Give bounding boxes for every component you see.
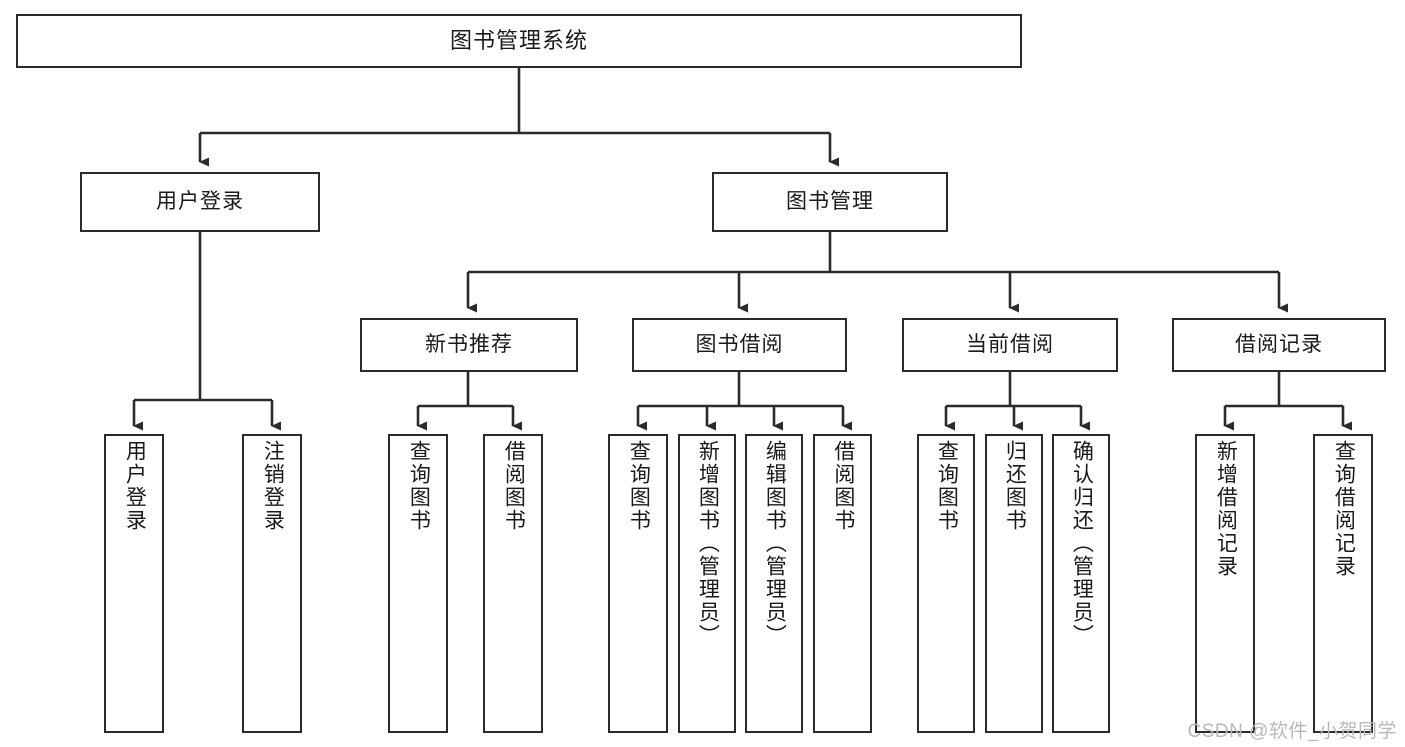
node-label: 借阅图书 bbox=[502, 440, 526, 532]
node-label: 新书推荐 bbox=[425, 332, 513, 356]
node-root-system[interactable]: 图书管理系统 bbox=[16, 14, 1022, 68]
node-leaf-query-book-3[interactable]: 查询图书 bbox=[917, 434, 975, 733]
node-leaf-edit-book[interactable]: 编辑图书（管理员） bbox=[745, 434, 803, 733]
node-leaf-query-book-1[interactable]: 查询图书 bbox=[388, 434, 448, 733]
node-label: 查询借阅记录 bbox=[1332, 440, 1356, 578]
node-book-manage[interactable]: 图书管理 bbox=[712, 172, 948, 232]
node-label: 借阅记录 bbox=[1235, 332, 1323, 356]
node-label: 图书管理系统 bbox=[449, 28, 588, 54]
node-label: 借阅图书 bbox=[831, 440, 855, 532]
node-leaf-logout[interactable]: 注销登录 bbox=[242, 434, 302, 733]
node-label: 注销登录 bbox=[261, 440, 285, 532]
node-leaf-return-book[interactable]: 归还图书 bbox=[985, 434, 1043, 733]
node-leaf-user-login[interactable]: 用户登录 bbox=[104, 434, 164, 733]
node-label: 新增借阅记录 bbox=[1214, 440, 1238, 578]
node-new-book-recommend[interactable]: 新书推荐 bbox=[360, 318, 578, 372]
node-label: 归还图书 bbox=[1003, 440, 1027, 532]
node-label: 查询图书 bbox=[627, 440, 651, 532]
node-user-login[interactable]: 用户登录 bbox=[80, 172, 320, 232]
node-leaf-add-record[interactable]: 新增借阅记录 bbox=[1195, 434, 1255, 733]
node-label: 查询图书 bbox=[407, 440, 431, 532]
node-label: 用户登录 bbox=[123, 440, 147, 532]
node-leaf-confirm-return[interactable]: 确认归还（管理员） bbox=[1052, 434, 1110, 733]
node-label: 图书借阅 bbox=[695, 332, 784, 356]
node-label: 当前借阅 bbox=[966, 332, 1054, 356]
node-label: 图书管理 bbox=[786, 189, 874, 213]
node-leaf-add-book[interactable]: 新增图书（管理员） bbox=[678, 434, 736, 733]
csdn-watermark: CSDN @软件_小贺同学 bbox=[1187, 721, 1397, 742]
node-current-borrow[interactable]: 当前借阅 bbox=[902, 318, 1118, 372]
node-label: 新增图书（管理员） bbox=[696, 440, 720, 647]
node-leaf-borrow-book-1[interactable]: 借阅图书 bbox=[483, 434, 543, 733]
node-leaf-query-book-2[interactable]: 查询图书 bbox=[608, 434, 668, 733]
node-label: 查询图书 bbox=[935, 440, 959, 532]
node-book-borrow[interactable]: 图书借阅 bbox=[632, 318, 847, 372]
node-borrow-record[interactable]: 借阅记录 bbox=[1172, 318, 1386, 372]
node-label: 确认归还（管理员） bbox=[1070, 440, 1094, 647]
node-label: 用户登录 bbox=[156, 189, 244, 213]
node-label: 编辑图书（管理员） bbox=[763, 440, 787, 647]
node-leaf-query-record[interactable]: 查询借阅记录 bbox=[1313, 434, 1373, 733]
node-leaf-borrow-book-2[interactable]: 借阅图书 bbox=[813, 434, 872, 733]
